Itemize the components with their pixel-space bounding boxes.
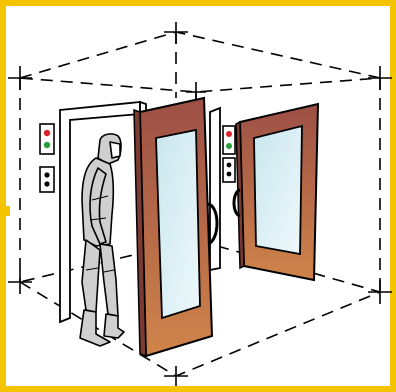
right-door-window: [254, 126, 302, 254]
left-door: [134, 98, 217, 356]
right-door-frame: [210, 108, 220, 270]
left-door-window: [156, 130, 200, 318]
right-door: [234, 104, 318, 280]
left-status-light: [40, 124, 54, 154]
right-status-light: [223, 126, 235, 154]
left-access-switch: [40, 167, 54, 192]
right-access-switch: [223, 158, 235, 182]
